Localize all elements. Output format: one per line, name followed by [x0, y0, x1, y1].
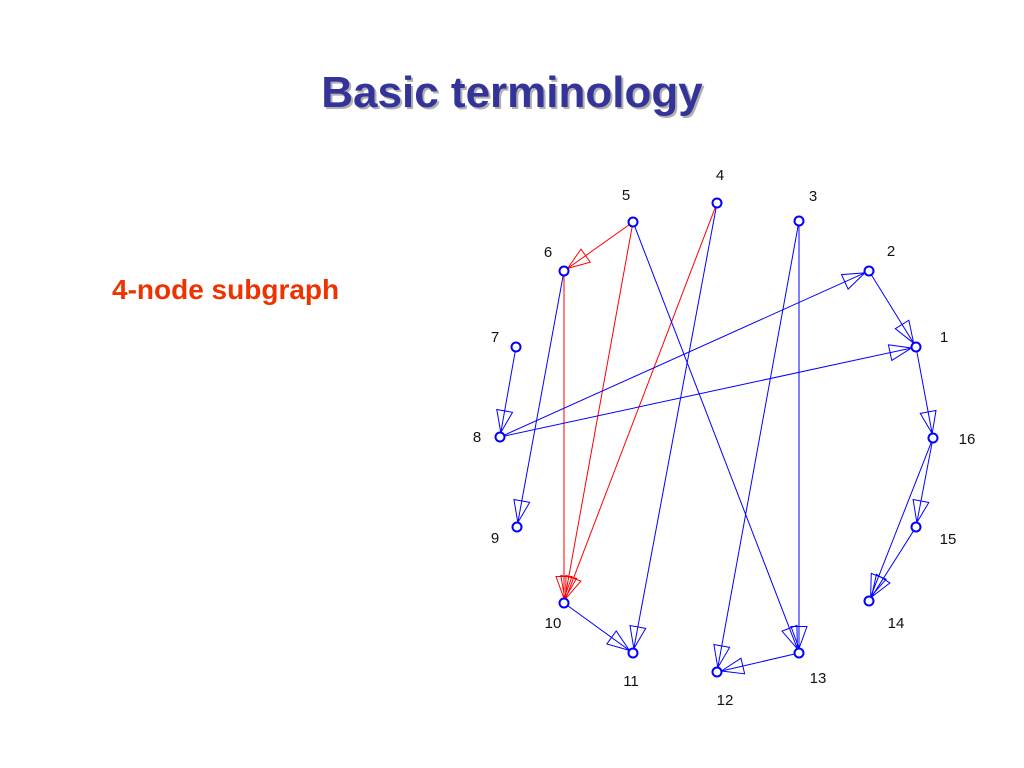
edge-layer	[496, 207, 937, 675]
node-1	[910, 341, 922, 353]
edge-line	[916, 351, 933, 434]
arrowhead	[513, 498, 531, 525]
edge-line	[517, 275, 564, 523]
node-label-16: 16	[959, 431, 976, 448]
arrowhead	[555, 576, 573, 600]
node-7	[510, 341, 522, 353]
slide-title: Basic terminology	[321, 68, 703, 117]
node-2	[863, 265, 875, 277]
edge-13-12	[719, 653, 795, 675]
edge-line	[717, 225, 799, 668]
arrowhead	[790, 626, 808, 650]
edge-line	[870, 274, 915, 344]
edge-line	[870, 530, 915, 598]
edge-16-14	[870, 442, 932, 599]
edge-3-12	[713, 225, 799, 670]
arrowhead	[606, 630, 631, 652]
node-13	[793, 647, 805, 659]
edge-2-1	[870, 274, 915, 345]
node-11	[627, 647, 639, 659]
arrowhead	[840, 272, 867, 291]
edge-line	[500, 351, 516, 433]
edge-6-9	[513, 275, 564, 525]
node-15	[910, 521, 922, 533]
edge-line	[564, 226, 633, 599]
arrowhead	[919, 409, 937, 436]
edge-5-6	[566, 224, 630, 270]
node-label-10: 10	[545, 615, 562, 632]
edge-4-10	[565, 207, 716, 601]
node-5	[627, 216, 639, 228]
node-label-9: 9	[491, 530, 499, 547]
node-8	[494, 431, 506, 443]
subgraph-caption: 4-node subgraph	[112, 274, 340, 305]
node-12	[711, 666, 723, 678]
node-14	[863, 595, 875, 607]
edge-5-13	[634, 226, 798, 651]
arrowhead	[870, 573, 891, 599]
node-label-2: 2	[887, 243, 895, 260]
edge-line	[633, 207, 717, 649]
edge-1-16	[916, 351, 937, 436]
node-6	[558, 265, 570, 277]
node-10	[558, 597, 570, 609]
node-label-11: 11	[623, 673, 639, 690]
arrowhead	[781, 624, 798, 651]
node-16	[927, 432, 939, 444]
arrowhead	[719, 657, 746, 675]
edge-line	[870, 442, 932, 597]
node-label-3: 3	[809, 188, 817, 205]
arrowhead	[894, 319, 915, 345]
edge-10-11	[567, 605, 631, 652]
node-label-7: 7	[491, 329, 499, 346]
node-label-13: 13	[810, 670, 827, 687]
edge-line	[504, 347, 912, 437]
edge-16-15	[912, 442, 933, 525]
edge-line	[634, 226, 798, 649]
node-3	[793, 215, 805, 227]
edge-line	[567, 224, 630, 269]
arrowhead	[912, 498, 930, 525]
node-label-6: 6	[544, 244, 552, 261]
node-label-4: 4	[716, 167, 724, 184]
edge-line	[503, 272, 866, 436]
arrowhead	[887, 344, 914, 362]
node-layer	[494, 197, 939, 678]
node-label-12: 12	[717, 692, 734, 709]
edge-7-8	[496, 351, 516, 435]
edge-line	[565, 207, 716, 599]
arrowhead	[566, 248, 592, 270]
edge-line	[721, 653, 795, 672]
arrowhead	[565, 574, 582, 601]
edge-15-14	[870, 530, 915, 599]
node-label-14: 14	[888, 615, 905, 632]
edge-4-11	[629, 207, 717, 651]
arrowhead	[496, 408, 514, 435]
node-9	[511, 521, 523, 533]
node-label-8: 8	[473, 429, 481, 446]
edge-line	[916, 442, 933, 523]
node-4	[711, 197, 723, 209]
edge-line	[567, 605, 630, 651]
edge-8-1	[504, 344, 914, 437]
node-label-1: 1	[940, 329, 948, 346]
edge-8-2	[503, 272, 867, 436]
arrowhead	[629, 624, 647, 651]
arrowhead	[713, 643, 731, 670]
edge-5-10	[560, 226, 633, 601]
edge-6-10	[555, 275, 573, 600]
edge-3-13	[790, 225, 808, 650]
node-label-15: 15	[940, 531, 957, 548]
node-label-5: 5	[622, 187, 630, 204]
